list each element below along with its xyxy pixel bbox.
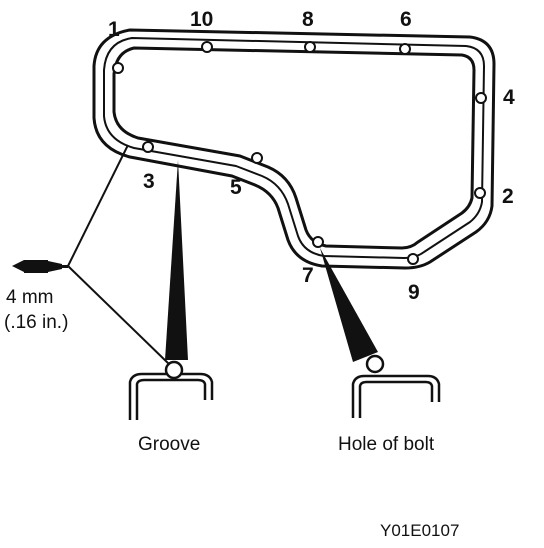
groove-projection-wedge	[165, 160, 188, 360]
hole-detail	[351, 354, 441, 418]
bolt-number-3: 3	[143, 170, 155, 193]
bolt-hole-1	[112, 62, 124, 74]
bolt-hole-6	[399, 43, 411, 55]
bolt-number-1: 1	[108, 18, 120, 41]
oil-pan-flange	[92, 28, 496, 270]
bolt-number-5: 5	[230, 176, 242, 199]
flange-outer-edge	[92, 28, 496, 270]
bolt-hole-7	[312, 236, 324, 248]
sealant-tube-icon	[12, 260, 68, 273]
bead-size-imperial: (.16 in.)	[4, 312, 68, 333]
bolt-hole-8	[304, 41, 316, 53]
hole-of-bolt-label: Hole of bolt	[338, 434, 435, 455]
bolt-hole-3	[142, 141, 154, 153]
flange-inner-edge	[112, 46, 476, 250]
hole-projection-wedge	[320, 248, 378, 362]
bolt-hole-2	[474, 187, 486, 199]
hole-sealant-bead	[365, 354, 385, 374]
bead-size-metric: 4 mm	[6, 287, 54, 308]
bolt-hole-4	[475, 92, 487, 104]
figure-code: Y01E0107	[380, 521, 459, 540]
bolt-number-labels: 1 10 8 6 4 2 9 7 5 3	[108, 8, 515, 304]
bolt-holes	[112, 41, 487, 265]
bolt-number-10: 10	[190, 8, 213, 31]
bolt-hole-9	[407, 253, 419, 265]
sealant-bead	[103, 37, 485, 259]
bolt-number-6: 6	[400, 8, 412, 31]
bolt-number-2: 2	[502, 185, 514, 208]
bolt-number-7: 7	[302, 264, 314, 287]
groove-sealant-bead	[164, 360, 184, 380]
bolt-hole-10	[201, 41, 213, 53]
bolt-hole-5	[251, 152, 263, 164]
groove-label: Groove	[138, 434, 200, 455]
bolt-number-4: 4	[503, 86, 515, 109]
groove-detail	[128, 360, 214, 420]
bolt-number-9: 9	[408, 281, 420, 304]
bolt-number-8: 8	[302, 8, 314, 31]
bead-leader-lines	[67, 144, 171, 366]
